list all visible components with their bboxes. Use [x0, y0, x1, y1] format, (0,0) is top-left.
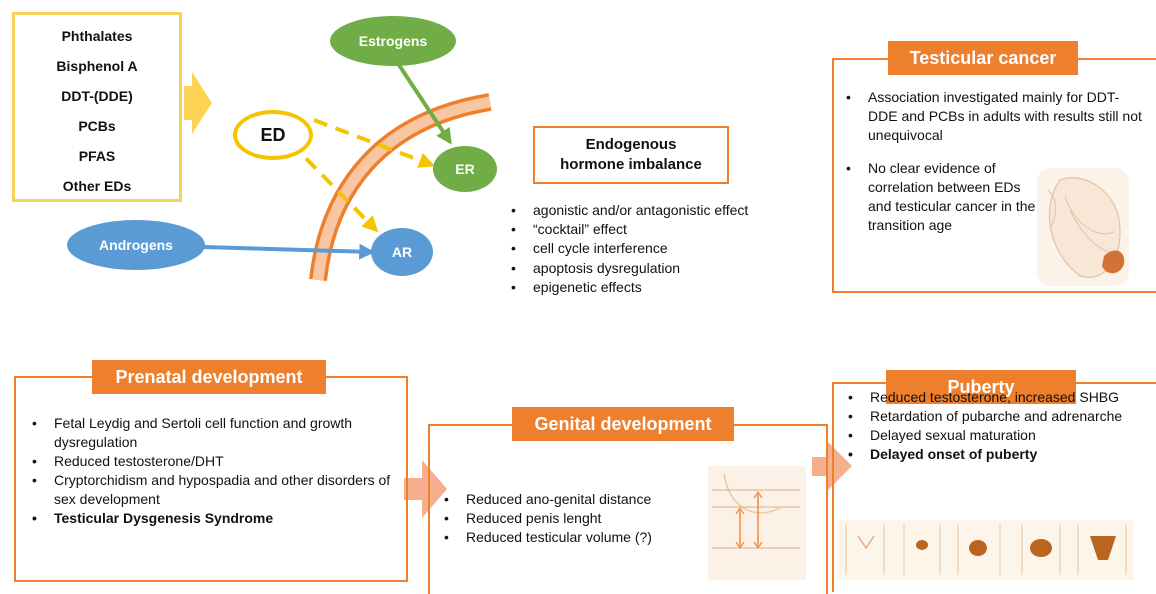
- ed-source-item: Phthalates: [61, 28, 133, 44]
- list-item: Delayed onset of puberty: [842, 445, 1142, 464]
- estrogens-to-er-arrow: [395, 60, 452, 145]
- ed-source-item: Other EDs: [62, 178, 132, 194]
- endogenous-title-line2: hormone imbalance: [560, 156, 702, 173]
- puberty-list: Reduced testosterone, increased SHBG Ret…: [842, 388, 1142, 464]
- list-item: Retardation of pubarche and adrenarche: [842, 407, 1142, 426]
- list-item: cell cycle interference: [505, 239, 805, 258]
- er-receptor: ER: [433, 146, 497, 192]
- tanner-stages-illustration: [838, 520, 1134, 580]
- list-item: No clear evidence of correlation between…: [840, 159, 1036, 235]
- list-item: Reduced testosterone, increased SHBG: [842, 388, 1142, 407]
- estrogens-bubble: Estrogens: [330, 16, 456, 66]
- androgens-bubble: Androgens: [67, 220, 205, 270]
- ed-to-er-arrow: [313, 118, 435, 168]
- androgens-to-ar-arrow: [203, 243, 376, 260]
- ed-source-item: DDT-(DDE): [61, 88, 133, 104]
- ed-source-item: Bisphenol A: [56, 58, 138, 74]
- endogenous-title-line1: Endogenous: [585, 136, 677, 153]
- list-item: “cocktail” effect: [505, 220, 805, 239]
- list-item: apoptosis dysregulation: [505, 259, 805, 278]
- list-item: agonistic and/or antagonistic effect: [505, 201, 805, 220]
- testicular-cancer-title: Testicular cancer: [888, 41, 1078, 75]
- ed-source-item: PFAS: [78, 148, 116, 164]
- testicular-cancer-list: Association investigated mainly for DDT-…: [840, 88, 1146, 249]
- list-item: Fetal Leydig and Sertoli cell function a…: [26, 414, 406, 452]
- prenatal-to-genital-arrow: [404, 460, 447, 518]
- list-item: epigenetic effects: [505, 278, 805, 297]
- list-item: Reduced testosterone/DHT: [26, 452, 406, 471]
- endogenous-imbalance-box: Endogenous hormone imbalance: [533, 126, 729, 184]
- list-item: Reduced testicular volume (?): [438, 528, 728, 547]
- ed-sources-box: Phthalates Bisphenol A DDT-(DDE) PCBs PF…: [12, 12, 182, 202]
- list-item: Reduced penis lenght: [438, 509, 728, 528]
- list-item: Association investigated mainly for DDT-…: [840, 88, 1146, 145]
- ed-sources-arrow: [184, 72, 212, 134]
- ed-to-ar-arrow: [288, 140, 379, 233]
- ar-receptor: AR: [371, 228, 433, 276]
- genital-development-title: Genital development: [512, 407, 734, 441]
- ed-source-item: PCBs: [78, 118, 116, 134]
- cell-membrane: [309, 93, 492, 281]
- genital-development-list: Reduced ano-genital distance Reduced pen…: [438, 490, 728, 547]
- ed-bubble: ED: [233, 110, 313, 160]
- list-item: Delayed sexual maturation: [842, 426, 1142, 445]
- list-item: Testicular Dysgenesis Syndrome: [26, 509, 406, 528]
- testis-illustration: [1037, 168, 1129, 286]
- prenatal-development-list: Fetal Leydig and Sertoli cell function a…: [26, 414, 406, 528]
- list-item: Reduced ano-genital distance: [438, 490, 728, 509]
- prenatal-development-title: Prenatal development: [92, 360, 326, 394]
- list-item: Cryptorchidism and hypospadia and other …: [26, 471, 406, 509]
- endogenous-effects-list: agonistic and/or antagonistic effect “co…: [505, 201, 805, 297]
